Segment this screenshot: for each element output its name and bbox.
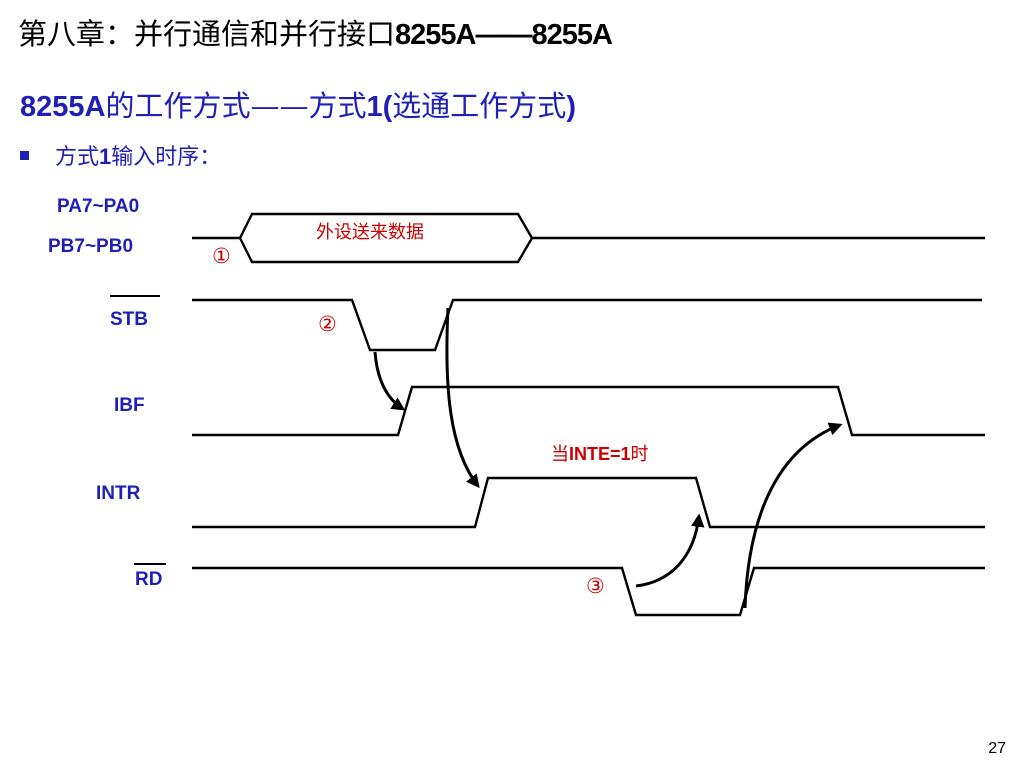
inte-note: 当INTE=1时: [551, 444, 649, 465]
inte-note-prefix: 当: [551, 444, 569, 465]
signal-label-stb: STB: [110, 309, 148, 330]
intr-wave: [192, 476, 985, 529]
section-heading: 8255A的工作方式——方式1(选通工作方式): [20, 86, 576, 127]
rd-wave: [192, 566, 985, 617]
arrow-stb-to-ibf: [373, 351, 406, 411]
bullet-mode: 1: [99, 144, 112, 169]
bullet-text-2: 输入时序：: [111, 145, 222, 170]
arrow-rd-to-intr: [635, 513, 705, 588]
data-note: 外设送来数据: [316, 222, 424, 243]
signal-label-data-a: PA7~PA0: [57, 196, 139, 217]
signal-label-intr: INTR: [96, 483, 141, 504]
bullet-item: 方式1输入时序：: [20, 138, 221, 172]
heading-text-2: ——方式: [250, 89, 367, 123]
marker-1: ①: [212, 244, 231, 268]
signal-label-ibf: IBF: [114, 395, 145, 416]
square-bullet-icon: [20, 150, 29, 160]
slide-title: 第八章：并行通信和并行接口8255A——8255A: [18, 14, 613, 55]
title-prefix: 第八章：并行通信和并行接口: [18, 17, 396, 51]
heading-text-1: 的工作方式: [105, 89, 251, 123]
bullet-text-1: 方式: [55, 145, 100, 170]
heading-chip: 8255A: [20, 91, 106, 123]
heading-mode: 1(: [366, 91, 393, 123]
page-number: 27: [988, 740, 1006, 757]
stb-wave: [192, 298, 982, 352]
inte-note-suffix: 时: [631, 444, 649, 465]
signal-label-data-b: PB7~PB0: [48, 236, 133, 257]
ibf-wave: [192, 385, 985, 437]
arrow-rd-to-ibf: [743, 422, 843, 609]
marker-3: ③: [586, 574, 605, 598]
data-bus-wave-top: [192, 212, 985, 240]
signal-label-rd: RD: [135, 569, 162, 590]
marker-2: ②: [318, 312, 337, 336]
bullet-text: 方式1输入时序：: [55, 139, 221, 171]
arrow-stb-to-intr: [445, 307, 480, 489]
heading-text-3: 选通工作方式: [392, 89, 567, 123]
inte-note-condition: INTE=1: [569, 444, 631, 464]
title-suffix: 8255A——8255A: [395, 19, 613, 51]
data-bus-wave-bottom: [238, 237, 534, 264]
heading-close: ): [566, 91, 576, 123]
